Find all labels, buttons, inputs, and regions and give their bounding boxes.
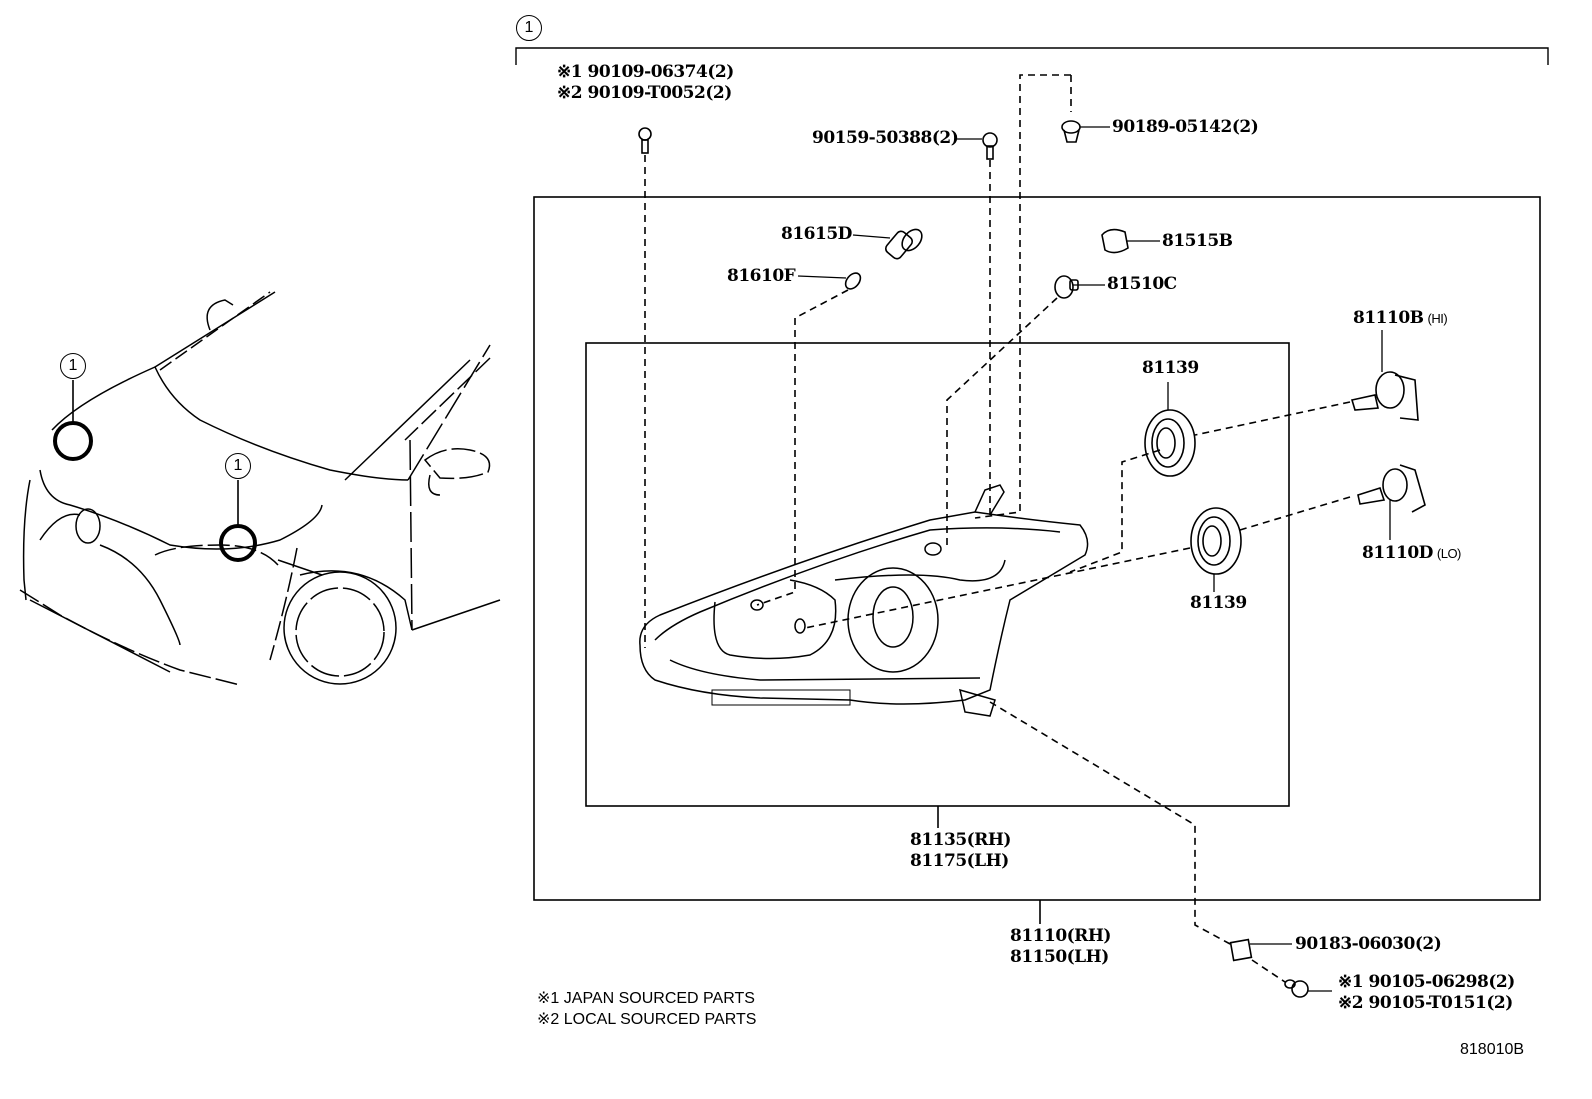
socket-81615d-drawing <box>884 228 923 260</box>
bulb-81610f-drawing <box>844 272 862 290</box>
label-bulb-81110d-lo[interactable]: 81110D(LO) <box>1362 543 1461 564</box>
label-nut-90183[interactable]: 90183-06030(2) <box>1295 934 1442 954</box>
label-socket-81515b[interactable]: 81515B <box>1162 231 1233 251</box>
label-bulb-81110d-suffix: (LO) <box>1436 546 1462 561</box>
bulb-81110b-hi-drawing <box>1350 371 1419 421</box>
cover-81139-upper-drawing <box>1144 409 1196 477</box>
label-bolt-90105-local: ※2 90105-T0151(2) <box>1338 993 1513 1013</box>
screw-90109-drawing <box>638 127 652 154</box>
clip-90189-drawing <box>1061 120 1081 143</box>
note-japan-mark: ※1 <box>537 990 560 1007</box>
label-bulb-81610f[interactable]: 81610F <box>727 266 796 286</box>
leader-lines <box>797 126 1391 992</box>
label-bulb-81510c[interactable]: 81510C <box>1107 274 1177 294</box>
headlamp-assembly-box <box>533 196 1541 901</box>
cover-81139-lower-drawing <box>1190 507 1242 575</box>
group-bracket <box>515 47 1549 65</box>
label-lens-housing[interactable]: 81135(RH) 81175(LH) <box>910 830 1011 872</box>
label-screw-90109[interactable]: ※1 90109-06374(2) ※2 90109-T0052(2) <box>557 62 734 104</box>
label-screw-90109-local: ※2 90109-T0052(2) <box>557 83 732 103</box>
screw-90159-drawing <box>982 132 998 160</box>
vehicle-callout-markers <box>53 380 257 562</box>
label-clip-90189[interactable]: 90189-05142(2) <box>1112 117 1259 137</box>
headlamp-housing-drawing <box>639 484 1089 717</box>
note-japan: ※1 JAPAN SOURCED PARTS <box>537 988 756 1009</box>
label-headlamp-assy-lh: 81150(LH) <box>1010 947 1109 967</box>
lens-housing-box <box>585 342 1290 807</box>
note-local-mark: ※2 <box>537 1011 560 1028</box>
label-headlamp-assy-rh: 81110(RH) <box>1010 926 1111 946</box>
bulb-81510c-drawing <box>1054 275 1079 299</box>
label-bulb-81110b-number: 81110B <box>1353 308 1424 328</box>
label-cover-81139-upper[interactable]: 81139 <box>1142 358 1199 378</box>
nut-90183-drawing <box>1229 938 1253 962</box>
socket-81515b-drawing <box>1101 228 1129 254</box>
group-callout: 1 <box>516 15 542 41</box>
label-lens-housing-lh: 81175(LH) <box>910 851 1009 871</box>
label-bolt-90105[interactable]: ※1 90105-06298(2) ※2 90105-T0151(2) <box>1338 972 1515 1014</box>
note-local: ※2 LOCAL SOURCED PARTS <box>537 1009 756 1030</box>
note-local-text: LOCAL SOURCED PARTS <box>563 1011 757 1028</box>
label-bulb-81110d-number: 81110D <box>1362 543 1433 563</box>
figure-code: 818010B <box>1460 1041 1525 1058</box>
label-bulb-81110b-hi[interactable]: 81110B(HI) <box>1353 308 1448 329</box>
label-screw-90109-japan: ※1 90109-06374(2) <box>557 62 734 82</box>
label-cover-81139-lower[interactable]: 81139 <box>1190 593 1247 613</box>
vehicle-callout-left: 1 <box>60 353 86 379</box>
label-bulb-81110b-suffix: (HI) <box>1427 311 1448 326</box>
sourcing-notes: ※1 JAPAN SOURCED PARTS ※2 LOCAL SOURCED … <box>537 988 756 1030</box>
label-lens-housing-rh: 81135(RH) <box>910 830 1011 850</box>
bolt-90105-drawing <box>1284 979 1309 998</box>
label-socket-81615d[interactable]: 81615D <box>781 224 852 244</box>
label-headlamp-assy[interactable]: 81110(RH) 81150(LH) <box>1010 926 1111 968</box>
note-japan-text: JAPAN SOURCED PARTS <box>563 990 755 1007</box>
vehicle-callout-right: 1 <box>225 453 251 479</box>
vehicle-front-view <box>19 291 501 686</box>
label-bolt-90105-japan: ※1 90105-06298(2) <box>1338 972 1515 992</box>
assembly-dash-lines <box>644 74 1351 983</box>
bulb-81110d-lo-drawing <box>1357 464 1426 513</box>
label-screw-90159[interactable]: 90159-50388(2) <box>812 128 959 148</box>
